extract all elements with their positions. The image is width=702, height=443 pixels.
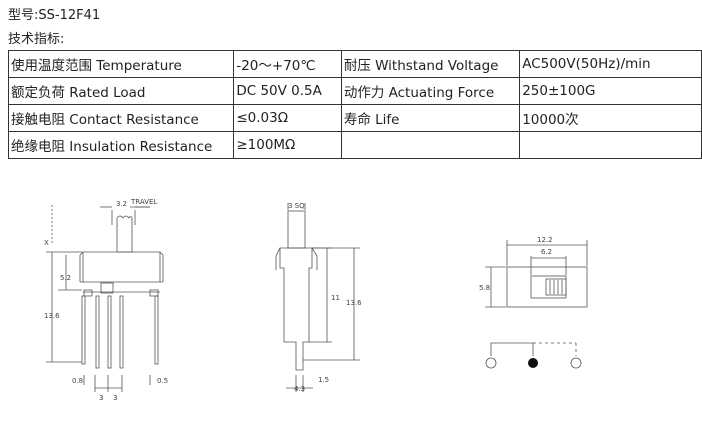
dim-pin-thickness: 0.5	[157, 377, 168, 385]
dim-pin-width: 0.8	[72, 377, 83, 385]
dim-side-h2: 13.6	[346, 299, 362, 307]
dim-front-h1: 5.2	[60, 274, 71, 282]
dim-side-h1: 11	[331, 294, 340, 302]
table-row: 使用温度范围 Temperature -20～+70℃ 耐压 Withstand…	[7, 50, 702, 78]
layout-view	[485, 240, 588, 369]
dim-pitch: 3.2	[116, 200, 127, 208]
dim-spacing-1: 3	[99, 394, 103, 402]
dim-front-h2: 13.6	[44, 312, 60, 320]
dim-side-thickness: 1.5	[318, 376, 329, 384]
spec-value: AC500V(50Hz)/min	[519, 50, 702, 78]
spec-table: 使用温度范围 Temperature -20～+70℃ 耐压 Withstand…	[7, 50, 702, 159]
dim-spacing-2: 3	[113, 394, 117, 402]
dim-layout-w1: 12.2	[537, 236, 553, 244]
spec-label: 接触电阻 Contact Resistance	[7, 104, 235, 132]
spec-label: 动作力 Actuating Force	[340, 77, 521, 105]
dim-layout-w2: 6.2	[541, 248, 552, 256]
table-row: 额定负荷 Rated Load DC 50V 0.5A 动作力 Actuatin…	[7, 77, 702, 105]
dim-side-top: 3 SQ	[288, 202, 305, 210]
spec-value: ≥100MΩ	[233, 131, 342, 159]
spec-label: 耐压 Withstand Voltage	[340, 50, 521, 78]
model-line: 型号:SS-12F41	[8, 8, 101, 23]
spec-label: 使用温度范围 Temperature	[7, 50, 235, 78]
table-row: 绝缘电阻 Insulation Resistance ≥100MΩ	[7, 131, 702, 159]
spec-value: ≤0.03Ω	[233, 104, 342, 132]
dim-travel: TRAVEL	[130, 198, 157, 206]
spec-label: 绝缘电阻 Insulation Resistance	[7, 131, 235, 159]
spec-heading: 技术指标:	[8, 32, 65, 47]
common-terminal-dot	[528, 358, 538, 368]
spec-value: 250±100G	[519, 77, 702, 105]
spec-label	[340, 131, 521, 159]
dim-layout-h: 5.8	[479, 284, 490, 292]
spec-value	[519, 131, 702, 159]
dim-x: X	[44, 239, 49, 247]
spec-value: DC 50V 0.5A	[233, 77, 342, 105]
side-view	[275, 203, 360, 392]
front-view	[46, 205, 164, 392]
dim-side-width: 4.3	[294, 385, 305, 393]
spec-label: 额定负荷 Rated Load	[7, 77, 235, 105]
